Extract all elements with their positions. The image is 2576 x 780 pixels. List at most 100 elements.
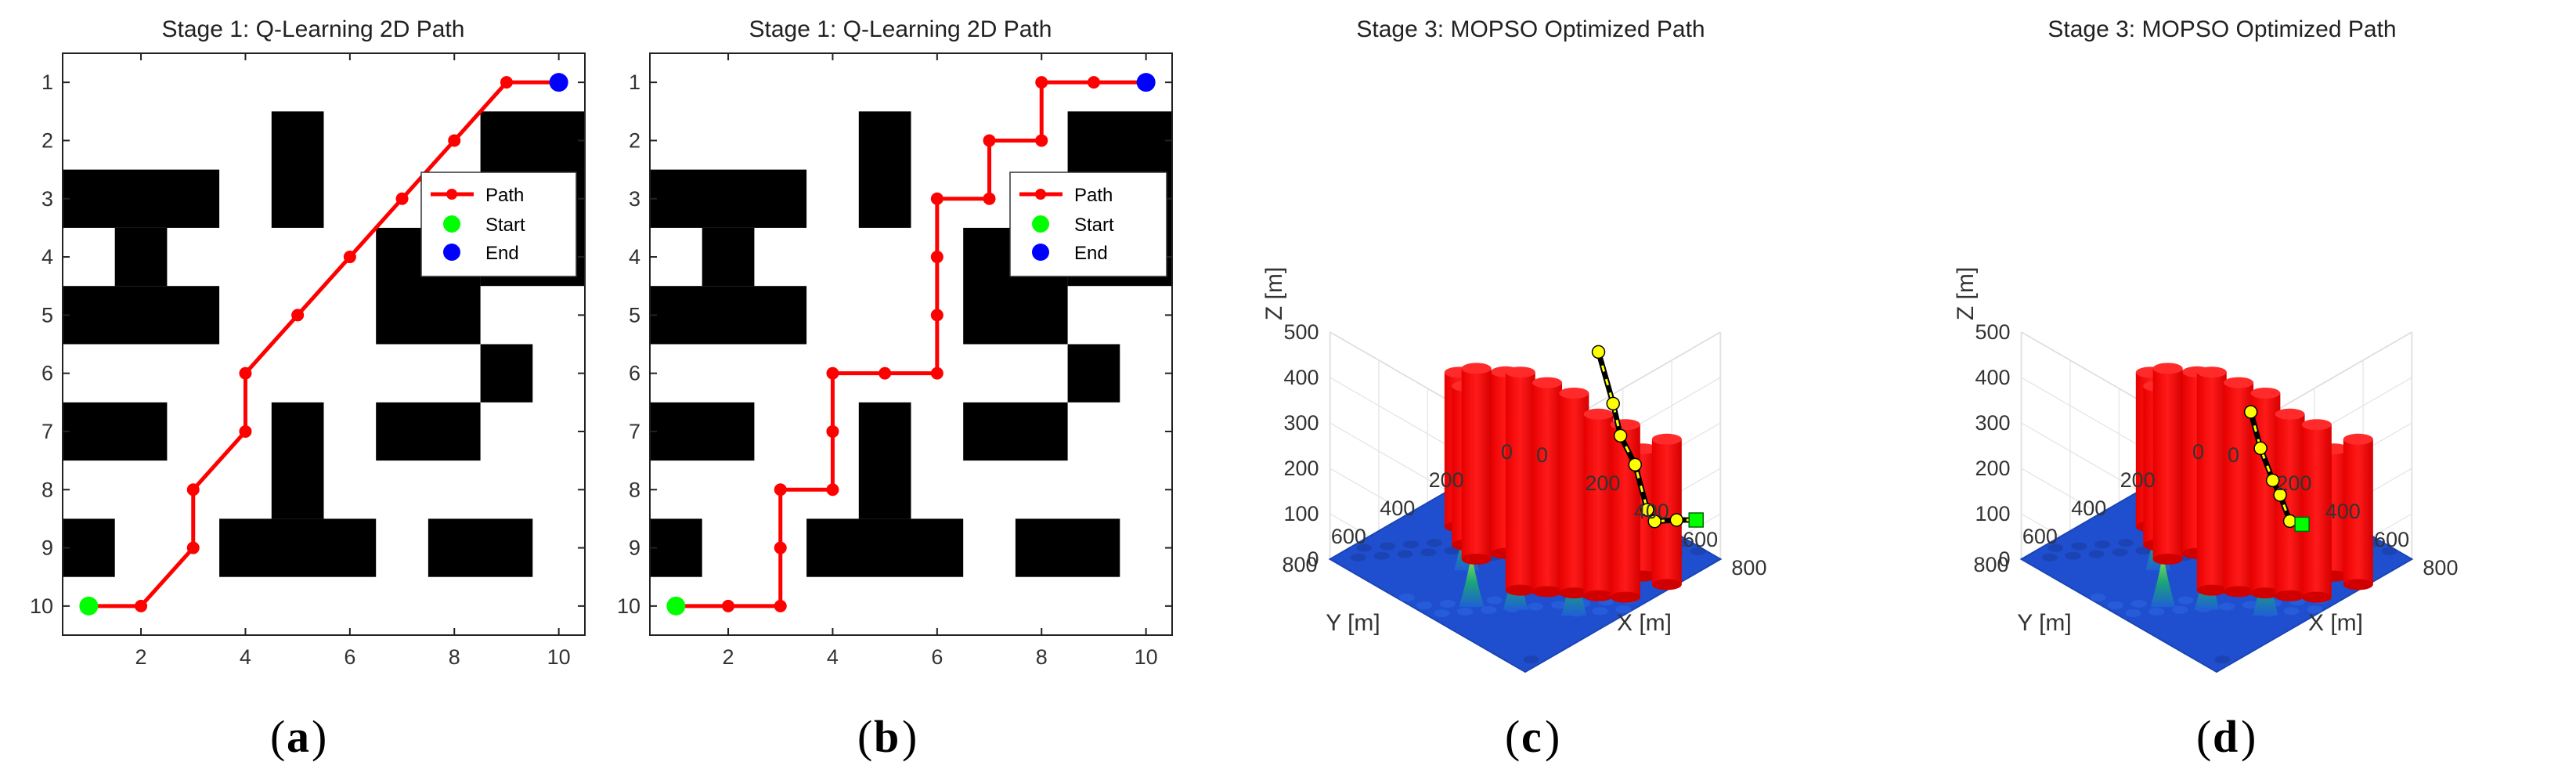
path-point	[2273, 488, 2287, 502]
obstacle-cylinder-top	[1532, 377, 1563, 388]
terrain-texture	[2172, 605, 2188, 614]
obstacle-cylinder-top	[1651, 433, 1682, 445]
z-axis-label: Z [m]	[1953, 267, 1979, 320]
x-tick-label: 800	[1731, 556, 1766, 580]
y-tick-label: 0	[1501, 440, 1513, 464]
obstacle-cylinder-base	[1532, 586, 1563, 598]
z-tick-label: 200	[1975, 457, 2011, 480]
obstacle-cylinder-top	[2343, 433, 2373, 445]
obstacle-cylinder-base	[1461, 554, 1492, 565]
y-tick-label: 3	[629, 187, 640, 211]
terrain-texture	[2148, 607, 2165, 616]
x-tick-label: 400	[1634, 500, 1669, 523]
path-point	[239, 367, 252, 380]
terrain-texture	[2130, 599, 2147, 608]
path-point	[826, 367, 839, 380]
terrain-texture	[1350, 553, 1366, 562]
terrain-texture	[1486, 596, 1503, 605]
panel-a-title: Stage 1: Q-Learning 2D Path	[162, 16, 465, 42]
terrain-texture	[2090, 593, 2106, 601]
path-point	[500, 76, 513, 89]
path-point	[343, 251, 356, 264]
path-point	[983, 134, 996, 147]
obstacle-cell	[219, 518, 377, 577]
obstacle-cylinder-base	[2250, 587, 2281, 599]
obstacle-cylinder	[2152, 368, 2183, 559]
obstacle-cell	[963, 402, 1068, 461]
obstacle-cell	[858, 111, 911, 228]
legend-end-marker	[443, 244, 460, 261]
y-tick-label: 5	[629, 303, 640, 327]
x-tick-label: 4	[827, 645, 839, 669]
path-point	[186, 483, 200, 497]
y-tick-label: 2	[629, 128, 640, 152]
x-axis-label: X [m]	[1617, 610, 1672, 636]
obstacle-cylinder	[1505, 372, 1535, 590]
terrain-texture	[1420, 548, 1437, 557]
path-point	[2253, 441, 2268, 456]
path-point	[448, 134, 461, 147]
terrain-texture	[1403, 540, 1420, 549]
y-tick-label: 7	[41, 420, 53, 443]
obstacle-cell	[650, 518, 702, 577]
path-point	[1087, 76, 1100, 89]
terrain-texture	[2307, 605, 2323, 614]
y-tick-label: 800	[1283, 553, 1318, 576]
x-tick-label: 2	[135, 645, 147, 669]
subplot-letter: c	[1521, 711, 1542, 762]
obstacle-cylinder	[1532, 382, 1563, 592]
subplot-label-c: (c)	[1505, 711, 1560, 762]
path-point	[395, 192, 409, 205]
obstacle-cylinder-base	[1651, 579, 1682, 590]
z-tick-label: 300	[1284, 411, 1319, 435]
terrain-texture	[2041, 553, 2058, 562]
obstacle-cylinder-base	[2275, 590, 2305, 601]
path-point	[774, 483, 787, 497]
path-point	[826, 483, 839, 497]
y-tick-label: 400	[1380, 497, 1415, 520]
svg-text:): )	[1545, 711, 1560, 762]
terrain-texture	[2242, 601, 2259, 609]
terrain-texture	[2065, 551, 2081, 560]
terrain-texture	[1398, 593, 1415, 601]
obstacle-cylinder	[1651, 439, 1682, 585]
z-tick-label: 500	[1975, 320, 2011, 344]
path-point	[1035, 76, 1048, 89]
path-point	[1613, 428, 1628, 443]
terrain-texture	[2107, 601, 2123, 610]
obstacle-cell	[480, 344, 533, 403]
obstacle-cylinder-top	[1505, 367, 1535, 378]
terrain-texture	[2088, 550, 2105, 558]
terrain-texture	[1380, 542, 1396, 551]
path-point	[135, 599, 148, 612]
obstacle-cell	[702, 227, 755, 287]
terrain-texture	[2214, 655, 2231, 664]
terrain-texture	[1592, 607, 1608, 616]
obstacle-cylinder-base	[1583, 590, 1614, 601]
path-point	[983, 192, 996, 205]
path-point	[1669, 513, 1684, 527]
terrain-peak	[2150, 552, 2176, 608]
obstacle-cylinder	[2301, 424, 2332, 598]
terrain-texture	[1439, 599, 1456, 608]
legend-end-marker	[1032, 244, 1049, 261]
path-point	[2243, 405, 2258, 419]
obstacle-cell	[858, 402, 911, 519]
axes-box	[62, 52, 586, 636]
path-point	[186, 541, 200, 554]
terrain-texture	[2071, 542, 2087, 551]
terrain-texture	[1427, 539, 1443, 547]
terrain-texture	[1457, 607, 1474, 616]
terrain-texture	[1356, 543, 1373, 552]
svg-text:): )	[312, 711, 327, 762]
y-tick-label: 9	[41, 536, 53, 560]
z-tick-label: 300	[1975, 411, 2011, 435]
terrain-texture	[2219, 602, 2235, 611]
x-tick-label: 10	[1135, 645, 1158, 669]
obstacle-cylinder	[2275, 413, 2305, 596]
terrain-texture	[1551, 601, 1568, 609]
x-tick-label: 200	[2276, 471, 2311, 495]
path-layer	[666, 73, 1156, 616]
path-point	[774, 599, 787, 612]
